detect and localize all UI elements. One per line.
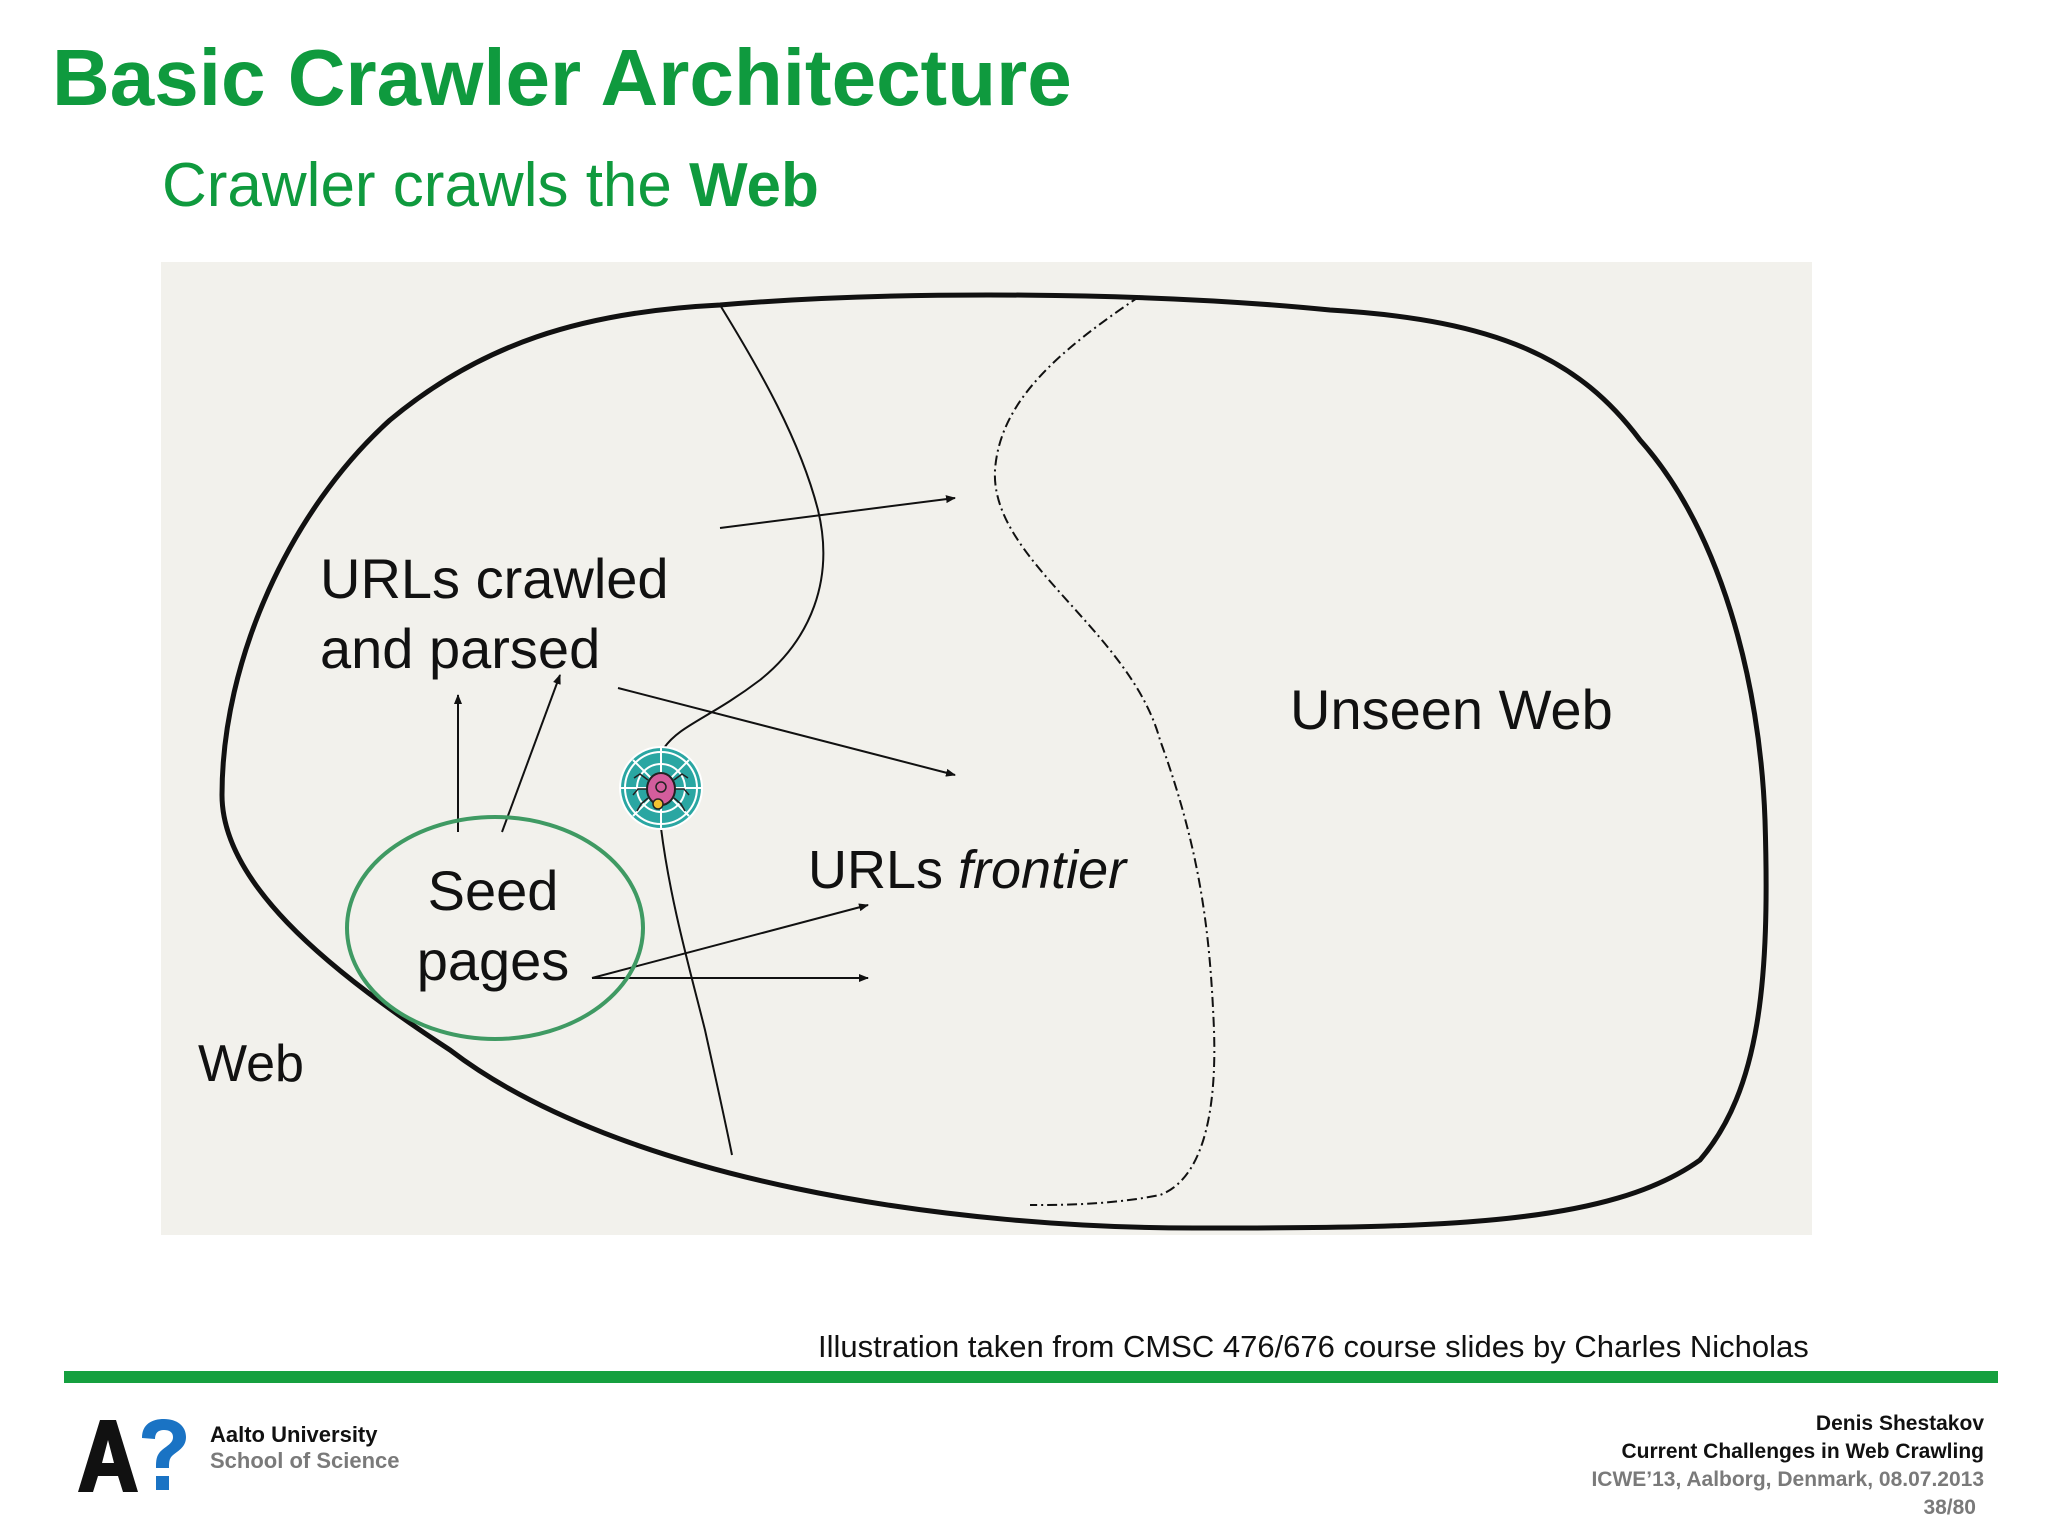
arrow-seed-to-crawled-right [501,674,561,833]
school-name: School of Science [210,1448,400,1473]
arrow-seed-to-frontier-upper [591,903,869,979]
slide-title: Basic Crawler Architecture [52,33,1072,122]
label-urls-crawled-line1: URLs crawled [320,547,669,610]
university-name: Aalto University [210,1422,378,1447]
footer-rule [64,1371,1998,1383]
footer-talk-title: Current Challenges in Web Crawling [1621,1440,1985,1463]
arrow-crawled-to-frontier-lower [617,687,956,777]
slide-subtitle: Crawler crawls the Web [162,151,819,220]
crawled-region-boundary [660,304,825,1156]
diagram-background [161,262,1812,1235]
seed-pages-ring [345,815,645,1041]
label-urls-frontier-prefix: URLs [808,840,958,900]
illustration-credit: Illustration taken from CMSC 476/676 cou… [818,1329,1809,1364]
label-seed-pages-line1: Seed [428,859,559,922]
label-urls-frontier: URLs frontier [808,840,1128,900]
footer-venue: ICWE’13, Aalborg, Denmark, 08.07.2013 [1591,1468,1984,1491]
subtitle-emphasis: Web [689,151,819,220]
label-urls-frontier-emphasis: frontier [958,840,1128,900]
aalto-logo-icon [78,1419,186,1492]
label-web: Web [198,1035,304,1093]
spider-web-icon [619,746,703,830]
web-boundary [219,292,1769,1231]
footer-info: Denis Shestakov Current Challenges in We… [1591,1410,1984,1522]
label-seed-pages-line2: pages [417,929,570,992]
frontier-boundary [993,295,1216,1206]
arrow-crawled-to-frontier-upper [719,495,956,529]
footer-page-number: 38/80 [1923,1496,1976,1519]
label-unseen-web: Unseen Web [1290,678,1613,741]
label-urls-crawled-line2: and parsed [320,617,600,680]
footer-author: Denis Shestakov [1815,1412,1984,1435]
subtitle-prefix: Crawler crawls the [162,151,690,220]
